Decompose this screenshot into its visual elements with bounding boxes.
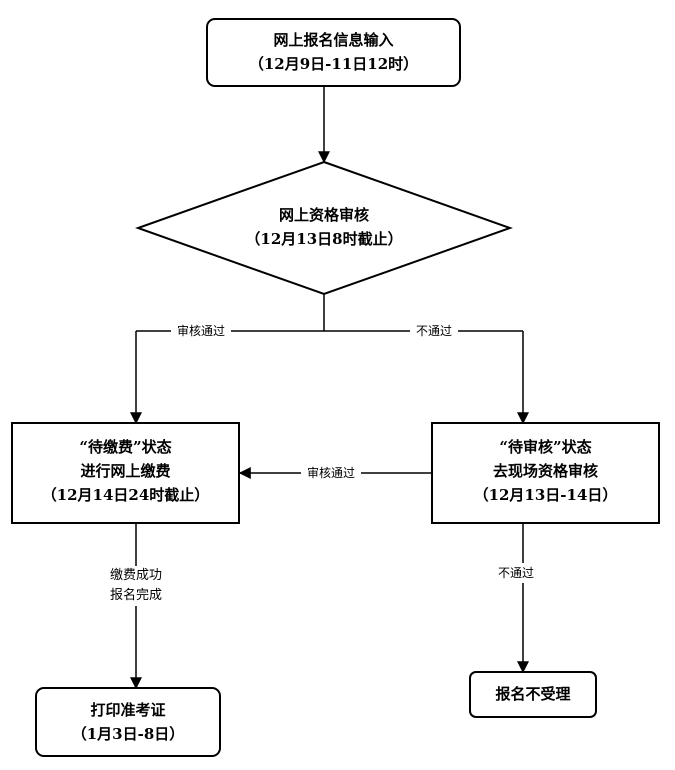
start-node-date: （12月9日-11日12时）	[248, 55, 419, 73]
onsite-node-status: “待审核”状态	[499, 438, 592, 456]
reject-node-title: 报名不受理	[495, 685, 571, 703]
start-node-label: 网上报名信息输入 （12月9日-11日12时）	[207, 28, 460, 76]
onsite-node-box	[431, 422, 660, 524]
review-pass-label: 审核通过	[171, 321, 232, 341]
review-fail-label: 不通过	[410, 321, 459, 341]
review-node-label: 网上资格审核 （12月13日8时截止）	[188, 203, 460, 251]
start-node-title: 网上报名信息输入	[273, 31, 394, 49]
print-node-date: （1月3日-8日）	[71, 725, 185, 743]
onsite-node-label: “待审核”状态 去现场资格审核 （12月13日-14日）	[432, 435, 659, 507]
print-node-title: 打印准考证	[90, 701, 166, 719]
pay-node-date: （12月14日24时截止）	[41, 486, 210, 504]
pay-node-status: “待缴费”状态	[79, 438, 172, 456]
pay-node-label: “待缴费”状态 进行网上缴费 （12月14日24时截止）	[12, 435, 239, 507]
print-node-box	[35, 687, 221, 757]
review-node-date: （12月13日8时截止）	[245, 230, 403, 248]
onsite-fail-label: 不通过	[492, 563, 541, 583]
review-node-title: 网上资格审核	[278, 206, 369, 224]
onsite-node-action: 去现场资格审核	[492, 462, 598, 480]
pay-done-label: 缴费成功 报名完成	[96, 566, 176, 606]
pay-done-line2: 报名完成	[109, 588, 162, 603]
start-node-box	[206, 18, 461, 87]
reject-node-box	[469, 671, 597, 718]
pay-done-line1: 缴费成功	[109, 568, 162, 583]
onsite-node-date: （12月13日-14日）	[473, 486, 618, 504]
pay-node-box	[11, 422, 240, 524]
print-node-label: 打印准考证 （1月3日-8日）	[36, 698, 220, 746]
onsite-pass-label: 审核通过	[301, 463, 362, 483]
pay-node-action: 进行网上缴费	[80, 462, 171, 480]
reject-node-label: 报名不受理	[470, 682, 596, 706]
